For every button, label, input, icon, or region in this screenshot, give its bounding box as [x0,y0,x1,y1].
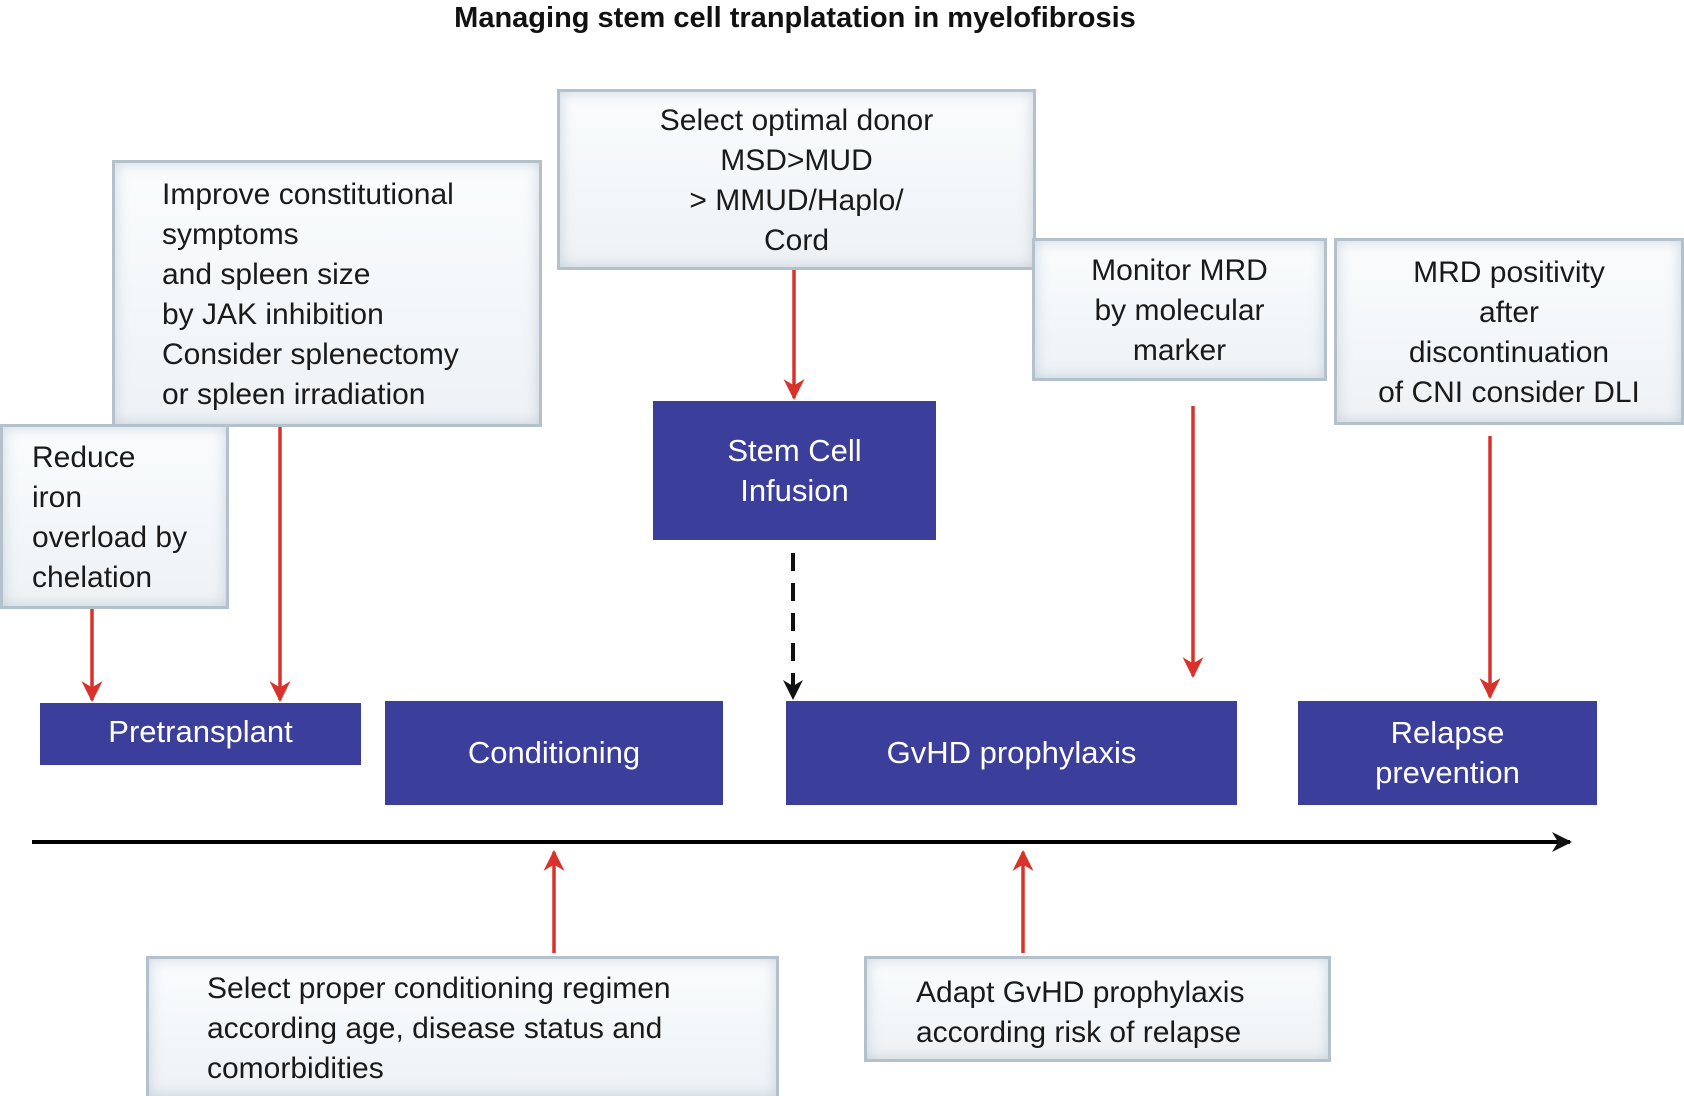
note-adapt-gvhd: Adapt GvHD prophylaxis according risk of… [864,956,1331,1062]
note-mrd-positivity-dli: MRD positivity after discontinuation of … [1334,238,1684,425]
phase-pretransplant: Pretransplant [40,703,361,765]
note-monitor-mrd: Monitor MRD by molecular marker [1032,238,1327,381]
note-conditioning-regimen: Select proper conditioning regimen accor… [146,956,779,1096]
phase-stem-cell-infusion: Stem Cell Infusion [653,401,936,540]
diagram-title: Managing stem cell tranplatation in myel… [454,2,1136,34]
note-jak-inhibition: Improve constitutional symptoms and sple… [112,160,542,427]
phase-conditioning: Conditioning [385,701,723,805]
note-select-donor: Select optimal donor MSD>MUD > MMUD/Hapl… [557,89,1036,270]
phase-relapse-prevention: Relapse prevention [1298,701,1597,805]
note-reduce-iron: Reduce iron overload by chelation [0,424,229,609]
phase-gvhd-prophylaxis: GvHD prophylaxis [786,701,1237,805]
